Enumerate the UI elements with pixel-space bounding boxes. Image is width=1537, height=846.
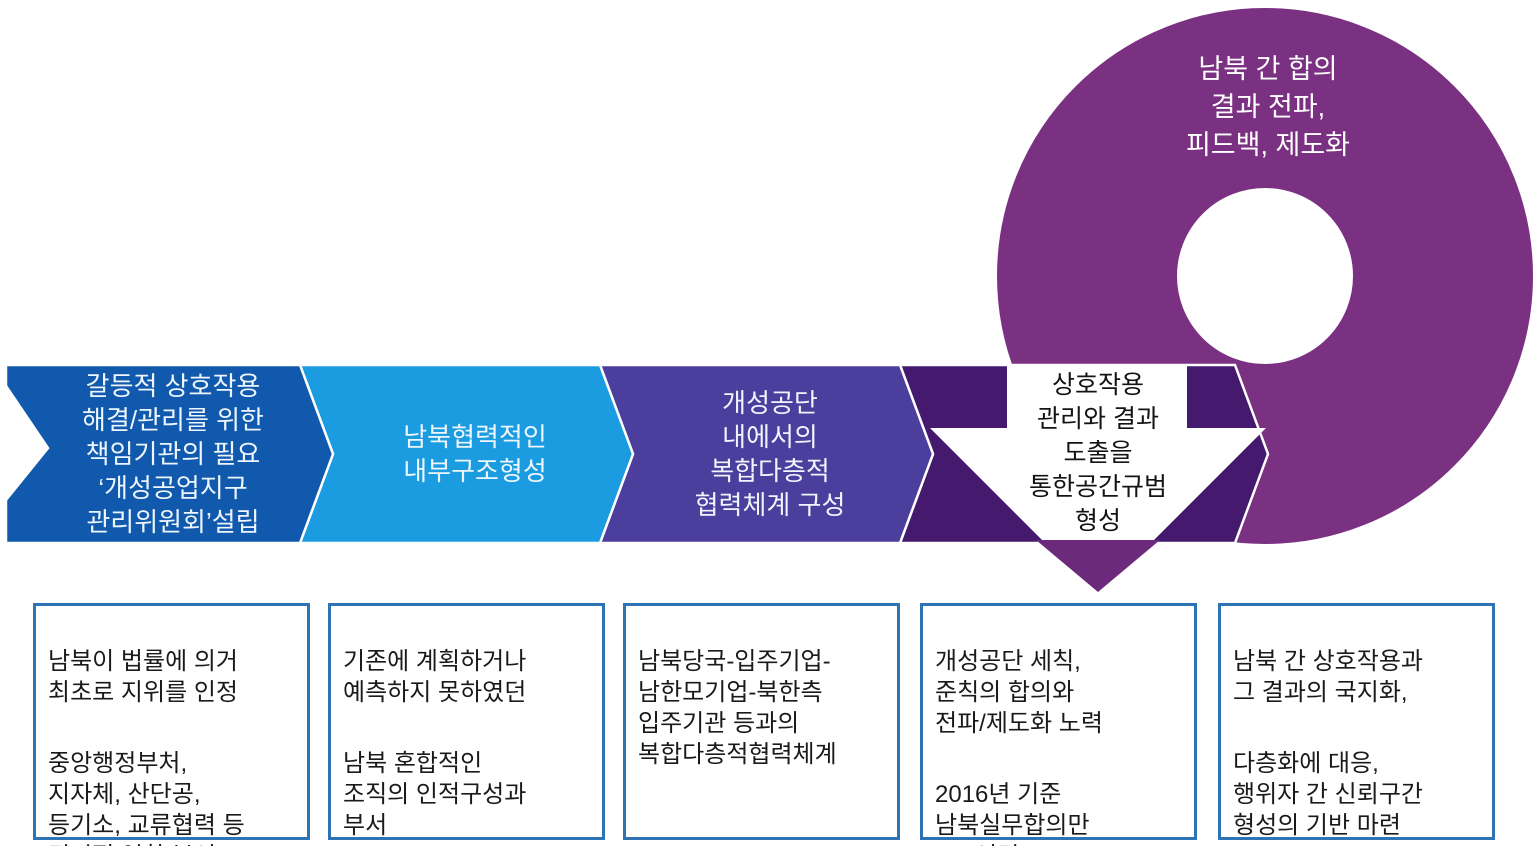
note-box-1: 남북이 법률에 의거 최초로 지위를 인정 중앙행정부처, 지자체, 산단공, … [33, 603, 310, 846]
chevron-3-label: 개성공단 내에서의 복합다층적 협력체계 구성 [694, 388, 846, 520]
down-arrow-tip [1036, 540, 1160, 592]
cycle-ring-label: 남북 간 합의 결과 전파, 피드백, 제도화 [1185, 54, 1351, 160]
down-arrow-label: 상호작용 관리와 결과 도출을 통한공간규범 형성 [1028, 371, 1167, 535]
note-box-3: 남북당국-입주기업- 남한모기업-북한측 입주기관 등과의 복합다층적협력체계 [623, 603, 900, 840]
down-arrow-shape [930, 364, 1266, 596]
chevron-2-label: 남북협력적인 내부구조형성 [403, 422, 547, 486]
note-box-2-paragraph: 기존에 계획하거나 예측하지 못하였던 [343, 648, 527, 706]
note-box-3-paragraph: 남북당국-입주기업- 남한모기업-북한측 입주기관 등과의 복합다층적협력체계 [638, 648, 837, 768]
note-box-2-paragraph: 남북 혼합적인 조직의 인적구성과 부서 [343, 750, 527, 839]
note-box-5: 남북 간 상호작용과 그 결과의 국지화, 다층화에 대응, 행위자 간 신뢰구… [1218, 603, 1495, 840]
note-box-5-paragraph: 다층화에 대응, 행위자 간 신뢰구간 형성의 기반 마련 [1233, 750, 1423, 839]
note-box-4-paragraph: 2016년 기준 남북실무합의만 130여건 [935, 781, 1090, 846]
note-box-2: 기존에 계획하거나 예측하지 못하였던 남북 혼합적인 조직의 인적구성과 부서… [328, 603, 605, 840]
note-box-5-paragraph: 남북 간 상호작용과 그 결과의 국지화, [1233, 648, 1423, 706]
note-box-1-paragraph: 남북이 법률에 의거 최초로 지위를 인정 [48, 648, 238, 706]
chevron-1-label: 갈등적 상호작용 해결/관리를 위한 책임기관의 필요 ‘개성공업지구 관리위원… [82, 371, 264, 537]
note-box-1-paragraph: 중앙행정부처, 지자체, 산단공, 등기소, 교류협력 등 명시적 역할 부여 [48, 750, 245, 846]
note-box-4: 개성공단 세칙, 준칙의 합의와 전파/제도화 노력 2016년 기준 남북실무… [920, 603, 1197, 846]
chevron-1-shape [4, 363, 335, 545]
note-box-4-paragraph: 개성공단 세칙, 준칙의 합의와 전파/제도화 노력 [935, 648, 1103, 737]
